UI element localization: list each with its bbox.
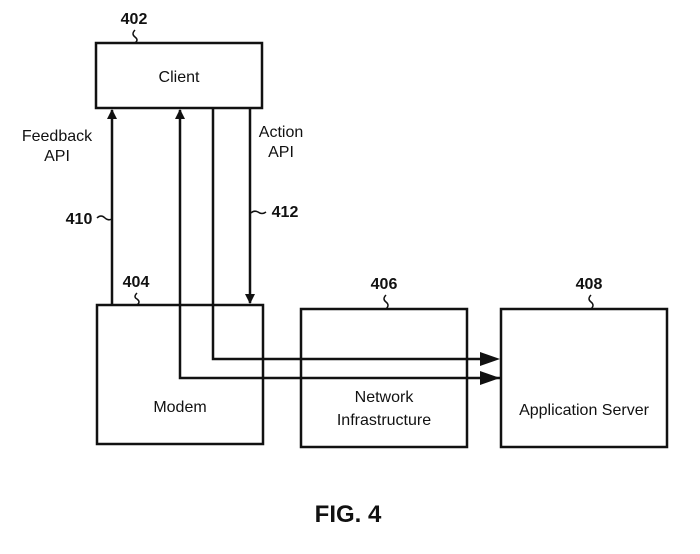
action-api-edge: Action API 412	[245, 108, 303, 304]
network-ref-leader	[383, 294, 389, 310]
client-to-server-edge	[211, 108, 500, 366]
client-to-server-arrowhead	[480, 352, 500, 366]
client-ref: 402	[121, 11, 148, 28]
app-server-label: Application Server	[519, 402, 650, 419]
app-server-ref: 408	[576, 276, 603, 293]
modem-ref: 404	[123, 274, 150, 291]
action-label-line1: Action	[259, 124, 303, 141]
client-ref-leader	[132, 29, 138, 44]
action-label-line2: API	[268, 144, 294, 161]
feedback-ref-leader	[96, 215, 113, 221]
modem-ref-leader	[134, 292, 140, 306]
server-to-client-edge	[175, 109, 500, 385]
network-label-line1: Network	[355, 389, 415, 406]
client-label: Client	[159, 69, 200, 86]
feedback-label-line2: API	[44, 148, 70, 165]
server-to-client-arrowhead-right	[480, 371, 500, 385]
network-ref: 406	[371, 276, 398, 293]
client-to-server-line	[211, 108, 482, 361]
client-node: Client 402	[94, 11, 264, 110]
server-to-client-line	[175, 109, 500, 380]
figure-caption: FIG. 4	[315, 501, 382, 528]
app-server-box	[499, 307, 669, 449]
app-server-ref-leader	[588, 294, 594, 310]
feedback-api-edge: Feedback API 410	[22, 109, 117, 305]
action-ref-leader	[250, 210, 267, 215]
modem-label: Modem	[153, 399, 206, 416]
network-label-line2: Infrastructure	[337, 412, 431, 429]
network-node: Network Infrastructure 406	[299, 276, 469, 449]
app-server-node: Application Server 408	[499, 276, 669, 449]
feedback-label-line1: Feedback	[22, 128, 93, 145]
action-ref: 412	[272, 204, 299, 221]
client-box	[94, 41, 264, 110]
feedback-ref: 410	[66, 211, 93, 228]
